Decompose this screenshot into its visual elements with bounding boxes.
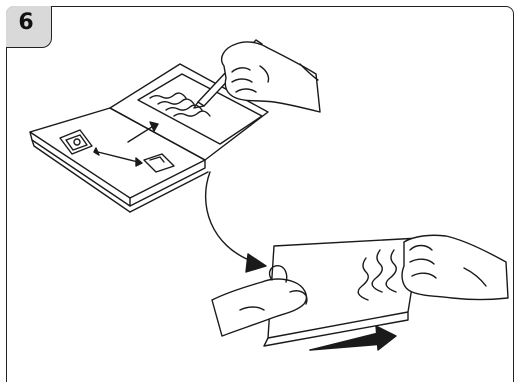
tear-sheet-hands-icon: [212, 235, 508, 346]
curved-arrow-icon: [206, 172, 266, 272]
